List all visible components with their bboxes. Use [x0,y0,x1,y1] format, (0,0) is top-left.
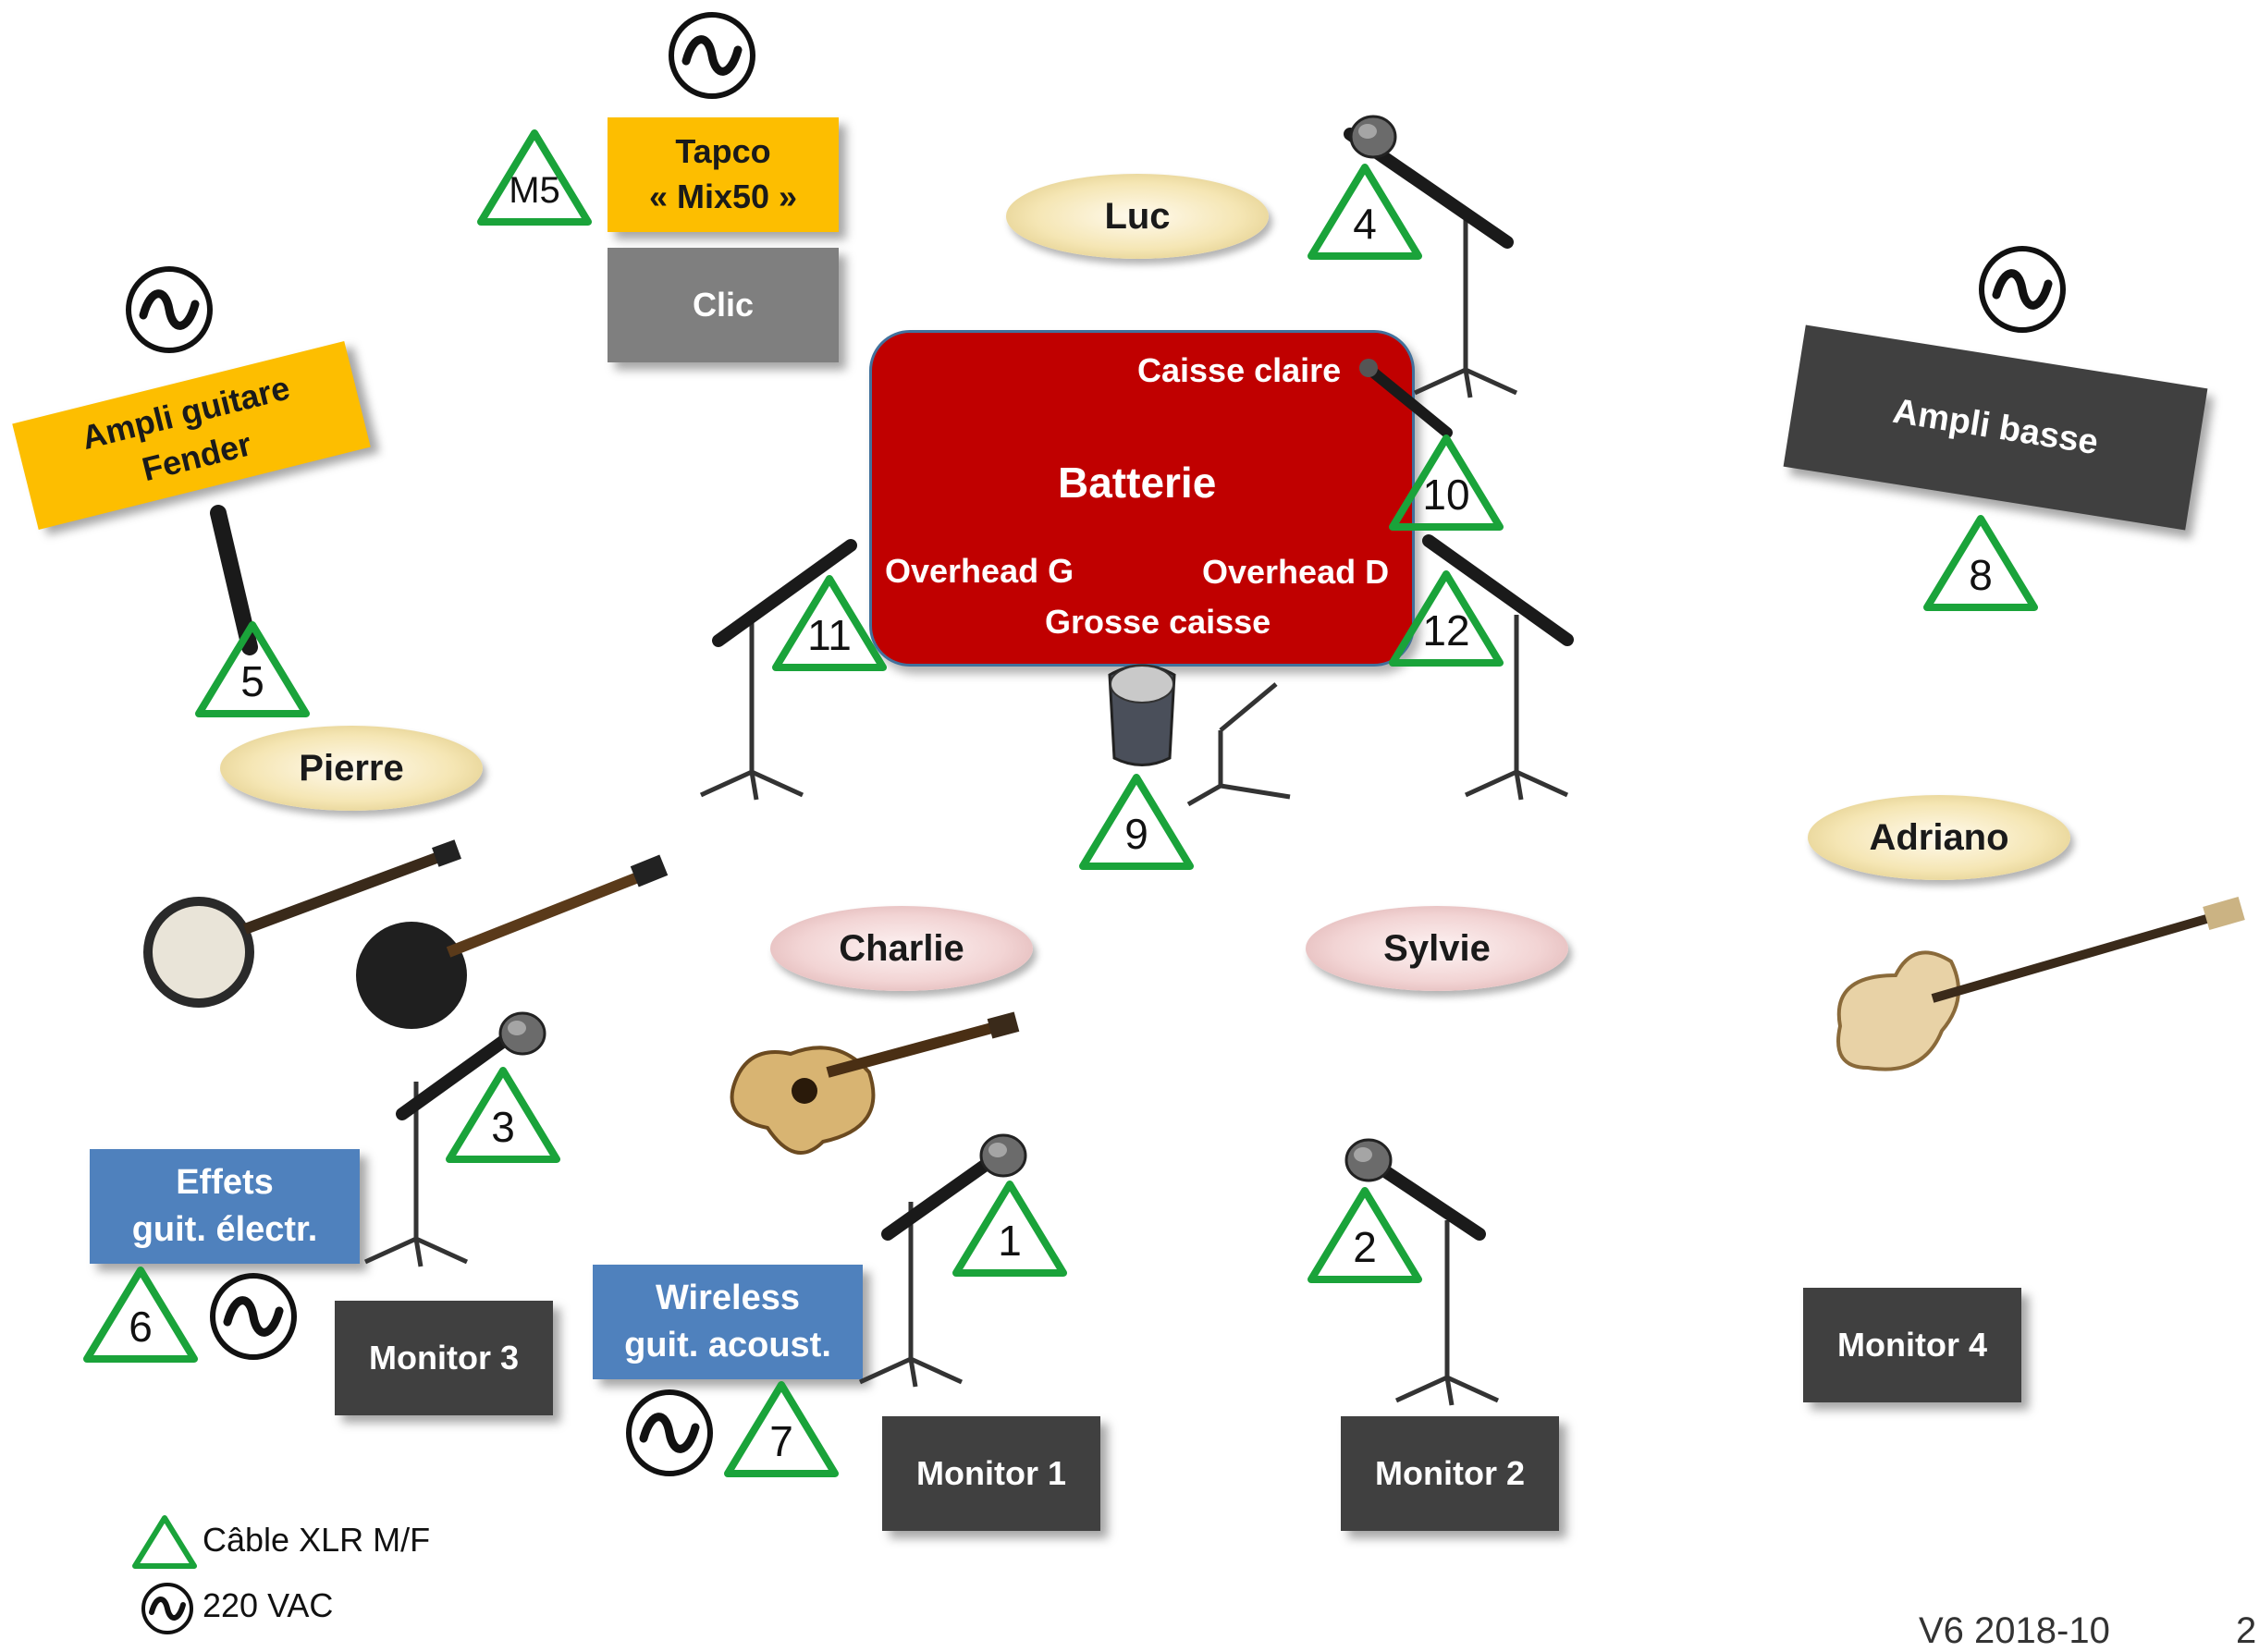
musician-sylvie: Sylvie [1306,906,1568,991]
page-number: 2 [2236,1610,2257,1651]
acoustic-guitar-icon [730,1011,1020,1155]
monitor-4: Monitor 4 [1803,1288,2021,1402]
triangle-icon [772,575,887,671]
kick-drum-label: Grosse caisse [1045,603,1271,641]
microphone-icon [1349,115,1397,159]
channel-7-triangle: 7 [722,1379,841,1479]
legend-xlr-label: Câble XLR M/F [203,1521,431,1559]
guitar-effects-box: Effets guit. électr. [90,1149,360,1264]
channel-12-triangle: 12 [1387,569,1505,668]
channel-3-triangle: 3 [444,1065,562,1165]
channel-10-triangle: 10 [1387,433,1505,532]
channel-number: 4 [1353,200,1377,248]
bass-guitar-icon [1836,896,2245,1071]
channel-number: 1 [998,1217,1022,1265]
channel-number: 9 [1124,810,1148,858]
musician-charlie: Charlie [770,906,1033,991]
monitor-1: Monitor 1 [882,1416,1100,1531]
channel-number: 5 [240,657,264,705]
channel-2-triangle: 2 [1306,1185,1424,1285]
channel-number: 11 [807,611,852,659]
triangle-icon [1308,1187,1422,1283]
monitor-2: Monitor 2 [1341,1416,1559,1531]
channel-number: M5 [509,170,560,211]
triangle-icon [1389,434,1504,531]
triangle-icon [724,1381,839,1477]
mic-stand-icon [860,1202,962,1387]
channel-m5-triangle: M5 [475,128,594,227]
ac-power-icon [626,1389,713,1476]
snare-label: Caisse claire [1137,351,1342,389]
tapco-mixer-box: Tapco « Mix50 » [608,117,839,232]
triangle-icon [446,1067,560,1163]
monitor-3: Monitor 3 [335,1301,553,1415]
channel-8-triangle: 8 [1921,513,2040,613]
electric-guitar-icon [356,854,669,1029]
musician-pierre: Pierre [220,726,483,811]
channel-6-triangle: 6 [81,1265,200,1364]
triangle-icon [1308,164,1422,260]
version-label: V6 2018-10 [1919,1610,2110,1651]
channel-number: 10 [1422,471,1470,519]
overhead-right-label: Overhead D [1202,553,1390,591]
banjo-icon [143,839,461,1008]
microphone-icon [1344,1138,1393,1182]
channel-number: 6 [129,1303,153,1351]
channel-11-triangle: 11 [770,573,889,673]
musician-luc: Luc [1006,174,1269,259]
kick-mic-icon [1108,664,1291,807]
ac-power-icon [1979,246,2066,333]
ac-power-icon [210,1273,297,1360]
triangle-icon [83,1267,198,1363]
triangle-icon [1389,570,1504,667]
legend-triangle-icon [132,1515,197,1569]
channel-number: 12 [1422,606,1470,655]
triangle-icon [477,129,592,226]
channel-1-triangle: 1 [951,1179,1069,1279]
microphone-icon [498,1011,546,1056]
triangle-icon [195,621,310,717]
channel-number: 3 [491,1103,515,1151]
legend-ac-power-icon [141,1583,193,1634]
microphone-icon [979,1133,1027,1178]
drum-title: Batterie [1058,459,1217,507]
channel-5-triangle: 5 [193,619,312,719]
overhead-left-label: Overhead G [885,552,1074,590]
legend-power-label: 220 VAC [203,1586,334,1624]
triangle-icon [1923,515,2038,611]
triangle-icon [1079,774,1194,870]
clic-box: Clic [608,248,839,362]
channel-4-triangle: 4 [1306,162,1424,262]
wireless-acoustic-box: Wireless guit. acoust. [593,1265,863,1379]
channel-9-triangle: 9 [1077,772,1196,872]
channel-number: 7 [769,1417,793,1465]
channel-number: 2 [1353,1223,1377,1271]
triangle-icon [952,1181,1067,1277]
ac-power-icon [669,12,755,99]
channel-number: 8 [1969,551,1993,599]
musician-adriano: Adriano [1808,795,2070,880]
ac-power-icon [126,266,213,353]
